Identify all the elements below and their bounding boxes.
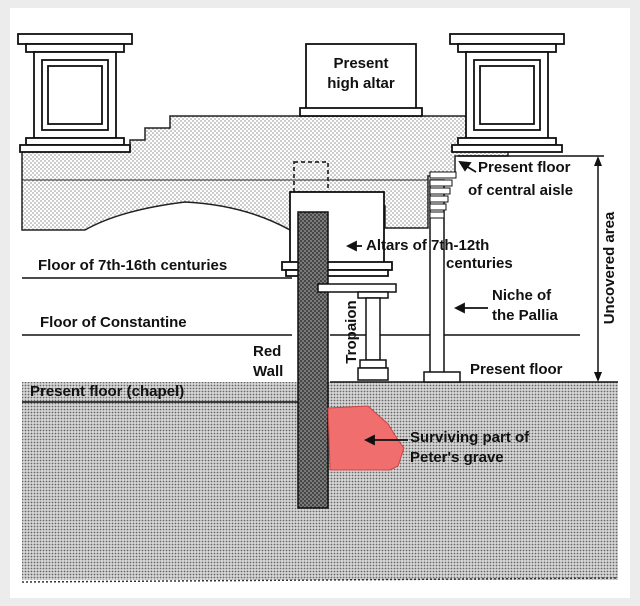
label-floor-7th-16th: Floor of 7th-16th centuries — [38, 257, 227, 274]
label-surviving-part-2: Peter's grave — [410, 449, 504, 466]
label-present-high-altar: Present — [333, 55, 388, 72]
red-wall — [297, 211, 329, 509]
tropaion — [317, 283, 397, 381]
label-uncovered-area: Uncovered area — [601, 211, 618, 324]
label-surviving-part: Surviving part of — [410, 429, 530, 446]
left-pedestal — [17, 33, 133, 153]
stepped-edge — [429, 171, 457, 219]
niche-of-pallia — [423, 179, 461, 383]
label-red-wall-2: Wall — [253, 363, 283, 380]
label-altars-7th-12th-2: centuries — [446, 255, 513, 272]
label-niche-of-pallia-2: the Pallia — [492, 307, 559, 324]
peters-grave — [327, 405, 405, 471]
label-present-floor-central-aisle-2: of central aisle — [468, 182, 573, 199]
right-pedestal — [449, 33, 565, 153]
label-altars-7th-12th: Altars of 7th-12th — [366, 237, 489, 254]
label-tropaion: Tropaion — [343, 300, 360, 363]
label-niche-of-pallia: Niche of — [492, 287, 552, 304]
label-floor-constantine: Floor of Constantine — [40, 314, 187, 331]
label-arrows — [345, 160, 488, 446]
label-present-floor-chapel: Present floor (chapel) — [30, 383, 184, 400]
label-red-wall: Red — [253, 343, 281, 360]
high-altar — [299, 43, 423, 117]
label-present-floor-central-aisle: Present floor — [478, 159, 571, 176]
label-present-high-altar-2: high altar — [327, 75, 395, 92]
label-present-floor: Present floor — [470, 361, 563, 378]
